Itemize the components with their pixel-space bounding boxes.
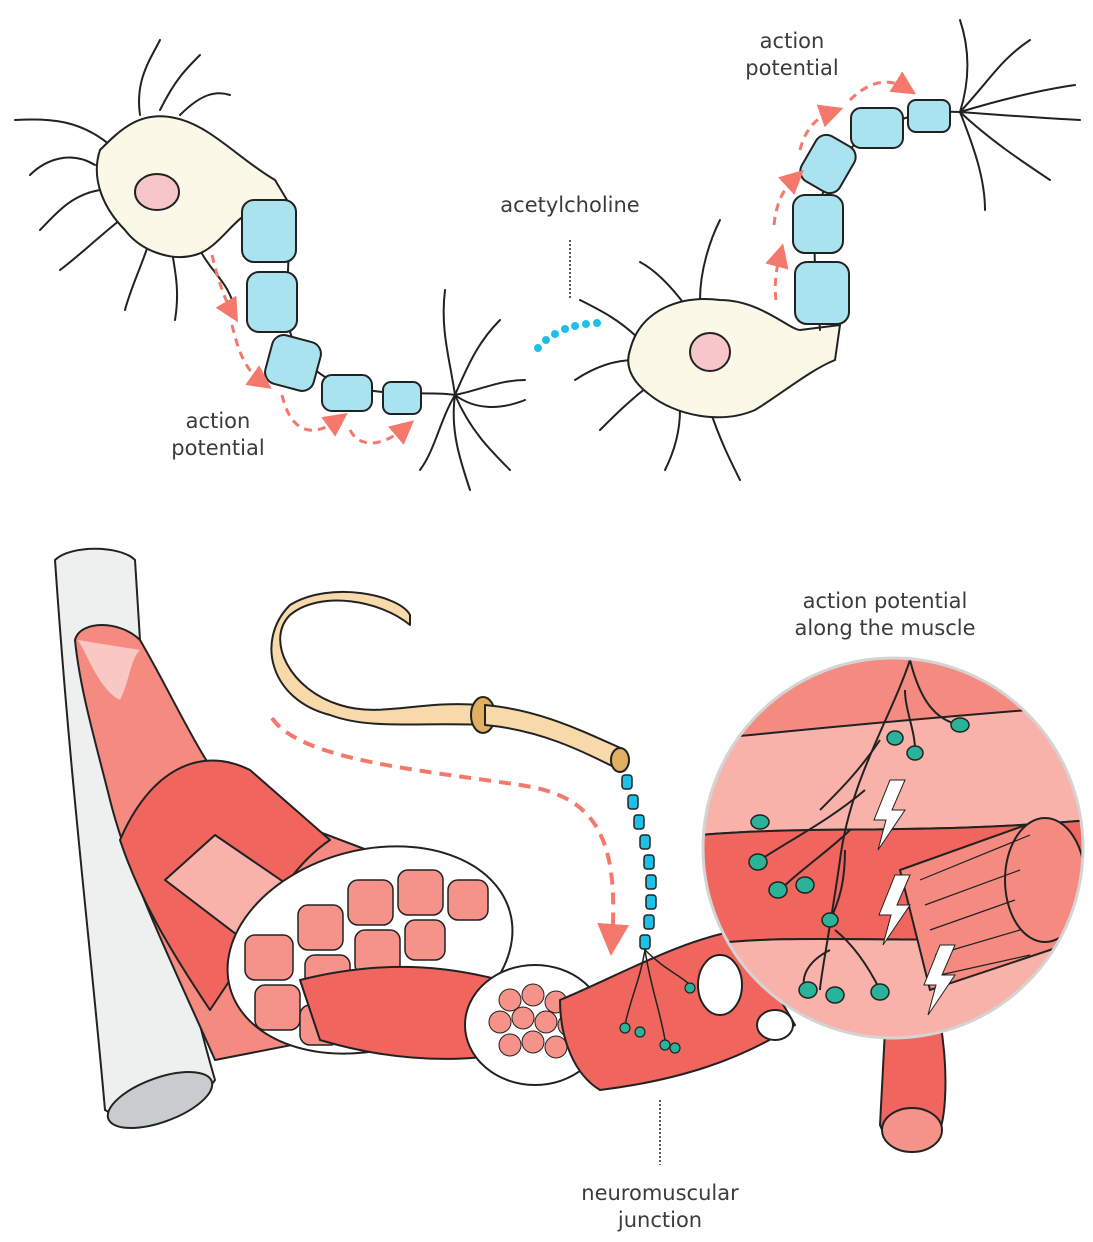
label-line-2: junction: [570, 1207, 750, 1234]
label-line-2: along the muscle: [780, 615, 990, 642]
label-action-potential-left: action potential: [158, 408, 278, 462]
label-line-1: action: [732, 28, 852, 55]
label-line-1: action potential: [780, 588, 990, 615]
label-line-2: potential: [158, 435, 278, 462]
left-myelin-sheath: [242, 200, 421, 414]
label-line-1: neuromuscular: [570, 1180, 750, 1207]
label-acetylcholine: acetylcholine: [490, 192, 650, 219]
left-axon-terminals: [420, 290, 525, 490]
label-line-1: acetylcholine: [490, 192, 650, 219]
nerve-myelin-dots: [622, 775, 656, 949]
label-neuromuscular-junction: neuromuscular junction: [570, 1180, 750, 1234]
right-nucleus: [690, 333, 730, 371]
label-line-2: potential: [732, 55, 852, 82]
right-axon-terminals: [960, 20, 1080, 210]
right-neuron: [575, 20, 1080, 480]
label-line-1: action: [158, 408, 278, 435]
label-action-potential-muscle: action potential along the muscle: [780, 588, 990, 642]
left-nucleus: [135, 174, 179, 210]
label-action-potential-top-right: action potential: [732, 28, 852, 82]
acetylcholine-release: [534, 240, 601, 352]
acetylcholine-dots: [534, 319, 601, 352]
right-myelin-sheath: [793, 100, 950, 324]
